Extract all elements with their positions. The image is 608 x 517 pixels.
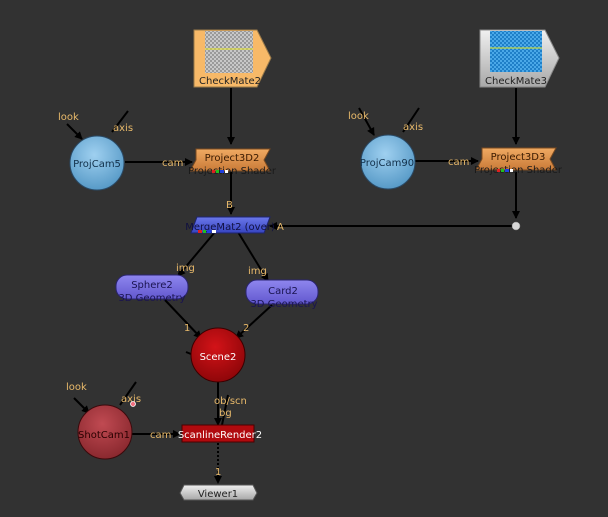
label-bg: bg — [219, 408, 232, 419]
label-cam: cam — [150, 430, 171, 441]
edge-bg-scanlinerender2[interactable] — [221, 394, 229, 426]
edges — [66, 88, 520, 484]
node-label: CheckMate2 — [199, 76, 261, 87]
label-cam: cam — [448, 157, 469, 168]
node-label: ProjCam90 — [360, 158, 414, 169]
node-sublabel: 3D Geometry — [250, 299, 317, 310]
node-project3d2[interactable]: Project3D2 Projection Shader — [188, 148, 277, 177]
label-axis: axis — [121, 394, 141, 405]
node-sphere2[interactable]: Sphere2 3D Geometry — [115, 274, 189, 304]
indicator-dot — [130, 401, 136, 407]
thumbnail — [490, 31, 542, 72]
node-scanlinerender2[interactable]: ScanlineRender2 — [178, 424, 262, 443]
edge-axis-projcam90[interactable] — [402, 107, 420, 133]
edge-look-projcam5[interactable] — [66, 123, 83, 140]
node-mergemat2[interactable]: MergeMat2 (over) — [185, 216, 275, 234]
channel-indicators — [212, 170, 228, 173]
node-label: Sphere2 — [131, 280, 173, 291]
node-sublabel: Projection Shader — [188, 166, 277, 177]
node-label: ScanlineRender2 — [178, 430, 262, 441]
label-a: A — [277, 222, 284, 233]
node-label: MergeMat2 (over) — [185, 222, 275, 233]
label-input-1: 1 — [184, 323, 190, 334]
channel-indicators — [198, 230, 216, 233]
label-viewer-input: 1 — [215, 467, 221, 478]
node-sublabel: Projection Shader — [474, 165, 563, 176]
label-img: img — [248, 266, 267, 277]
node-label: Viewer1 — [198, 489, 238, 500]
node-sublabel: 3D Geometry — [118, 293, 185, 304]
node-project3d3[interactable]: Project3D3 Projection Shader — [474, 147, 563, 176]
node-label: CheckMate3 — [485, 76, 547, 87]
edge-axis-shotcam1[interactable] — [119, 381, 137, 406]
thumbnail — [205, 31, 253, 73]
label-axis: axis — [403, 122, 423, 133]
edge-stub-scene2 — [185, 351, 192, 355]
node-label: ProjCam5 — [73, 159, 121, 170]
channel-indicators — [497, 169, 513, 172]
node-label: Scene2 — [200, 352, 237, 363]
edge-labels: look axis cam look axis cam B A img img … — [58, 111, 469, 478]
node-dot[interactable] — [511, 221, 521, 231]
node-label: Project3D2 — [205, 153, 260, 164]
label-look: look — [66, 382, 87, 393]
label-axis: axis — [113, 123, 133, 134]
node-shotcam1[interactable]: ShotCam1 — [77, 401, 136, 460]
node-label: Project3D3 — [491, 152, 546, 163]
edge-mergemat2-sphere2[interactable] — [177, 231, 216, 277]
edge-sphere2-scene2[interactable] — [164, 299, 202, 339]
edge-axis-projcam5[interactable] — [111, 110, 129, 133]
label-cam: cam — [162, 158, 183, 169]
node-checkmate2[interactable]: CheckMate2 — [193, 29, 272, 88]
label-img: img — [176, 263, 195, 274]
edge-card2-scene2[interactable] — [235, 304, 273, 339]
label-obscn: ob/scn — [214, 396, 247, 407]
edge-look-projcam90[interactable] — [358, 107, 375, 136]
node-label: ShotCam1 — [78, 430, 130, 441]
label-b: B — [226, 200, 233, 211]
node-viewer1[interactable]: Viewer1 — [179, 484, 258, 501]
label-look: look — [58, 112, 79, 123]
node-scene2[interactable]: Scene2 — [190, 327, 246, 383]
node-card2[interactable]: Card2 3D Geometry — [245, 279, 319, 310]
node-projcam90[interactable]: ProjCam90 — [360, 134, 416, 190]
edge-mergemat2-card2[interactable] — [237, 231, 269, 282]
label-input-2: 2 — [243, 323, 249, 334]
node-checkmate3[interactable]: CheckMate3 — [479, 29, 560, 88]
node-label: Card2 — [268, 286, 298, 297]
edge-look-shotcam1[interactable] — [73, 397, 90, 414]
node-projcam5[interactable]: ProjCam5 — [69, 135, 125, 191]
label-look: look — [348, 111, 369, 122]
